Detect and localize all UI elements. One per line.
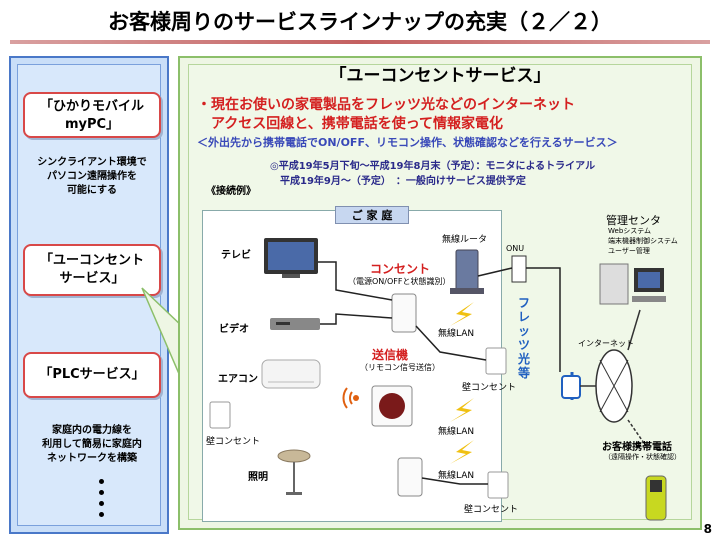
onu-label: ONU (506, 244, 525, 253)
concent-title: コンセント (370, 262, 431, 276)
service-note: ＜外出先から携帯電話でON/OFF、リモコン操作、状態確認などを行えるサービス＞ (197, 136, 618, 149)
transmitter-title: 送信機 (372, 348, 409, 362)
page-number: 8 (703, 522, 712, 536)
wireless-router-label: 無線ルータ (442, 235, 488, 245)
service-desc-plc: 家庭内の電力線を 利用して簡易に家庭内 ネットワークを構築 (42, 425, 142, 464)
service-box-plc[interactable]: 「PLCサービス」 (23, 352, 161, 398)
optical-terminal-icon (561, 375, 581, 399)
wall-outlet-icon (209, 401, 231, 429)
wireless-lan-bolt-icon (450, 302, 474, 326)
wall-outlet-icon (487, 471, 509, 499)
page-title: お客様周りのサービスラインナップの充実（２／２） (108, 10, 612, 34)
u-concent-adapter-icon (397, 457, 423, 497)
wall-outlet-icon (485, 347, 507, 375)
wireless-lan-label-1: 無線LAN (438, 329, 475, 339)
ellipsis-dot (99, 479, 104, 484)
service-desc-hikari-mobile: シンクライアント環境で パソコン遠隔操作を 可能にする (37, 157, 147, 196)
description-line-2: アクセス回線と、携帯電話を使って情報家電化 (197, 116, 504, 132)
video-label: ビデオ (219, 324, 249, 335)
video-deck-icon (270, 318, 320, 330)
mobile-title: お客様携帯電話 (602, 442, 672, 453)
internet-label: インターネット (578, 339, 634, 348)
wireless-lan-bolt-icon (450, 440, 474, 464)
schedule-general: 平成19年9月～（予定） ：一般向けサービス提供予定 (270, 176, 526, 187)
title-rule (10, 40, 710, 44)
left-service-panel: 「ひかりモバイル myPC」 シンクライアント環境で パソコン遠隔操作を 可能に… (9, 56, 169, 534)
u-concent-adapter-icon (391, 293, 417, 333)
service-box-u-concent[interactable]: 「ユーコンセント サービス」 (23, 244, 161, 296)
home-label: ご 家 庭 (335, 206, 409, 224)
description-line-1: ・現在お使いの家電製品をフレッツ光などのインターネット (197, 97, 575, 113)
ir-signal-icon (342, 387, 359, 409)
concent-subtitle: （電源ON/OFFと状態識別） (348, 277, 451, 286)
ellipsis-dot (99, 501, 104, 506)
internet-cloud-icon (595, 349, 633, 423)
tv-label: テレビ (221, 250, 251, 261)
aircon-label: エアコン (218, 374, 258, 385)
wireless-router-icon (450, 249, 484, 294)
flets-label: フレッツ光等 (518, 296, 531, 380)
main-title: 「ユーコンセントサービス」 (329, 66, 551, 86)
server-pc-icon (599, 263, 666, 305)
wall-outlet-label-3: 壁コンセント (464, 505, 519, 515)
wireless-lan-label-2: 無線LAN (438, 427, 475, 437)
transmitter-subtitle: （リモコン信号送信） (360, 363, 440, 372)
home-area (202, 210, 502, 522)
wireless-lan-bolt-icon (450, 398, 474, 422)
mgmt-center-label: 管理センタ (606, 214, 661, 227)
light-label: 照明 (248, 472, 268, 483)
mobile-subtitle: （遠隔操作・状態確認） (604, 453, 681, 461)
aircon-icon (261, 359, 321, 389)
wall-outlet-label-2: 壁コンセント (206, 437, 261, 447)
ellipsis-dot (99, 512, 104, 517)
wireless-lan-label-3: 無線LAN (438, 471, 475, 481)
wiring (318, 261, 561, 485)
lamp-icon (277, 449, 311, 495)
mgmt-center-items: Webシステム 端末機器制御システム ユーザー管理 (608, 227, 678, 255)
service-box-hikari-mobile[interactable]: 「ひかりモバイル myPC」 (23, 92, 161, 138)
schedule-trial: ◎平成19年5月下旬～平成19年8月末（予定）：モニタによるトライアル (270, 161, 596, 172)
onu-icon (511, 255, 527, 283)
wall-outlet-label-1: 壁コンセント (462, 383, 517, 393)
tv-icon (264, 238, 318, 278)
example-label: 《接続例》 (206, 186, 256, 197)
ellipsis-dot (99, 490, 104, 495)
mobile-phone-icon (645, 475, 667, 521)
ir-transmitter-icon (371, 385, 413, 427)
